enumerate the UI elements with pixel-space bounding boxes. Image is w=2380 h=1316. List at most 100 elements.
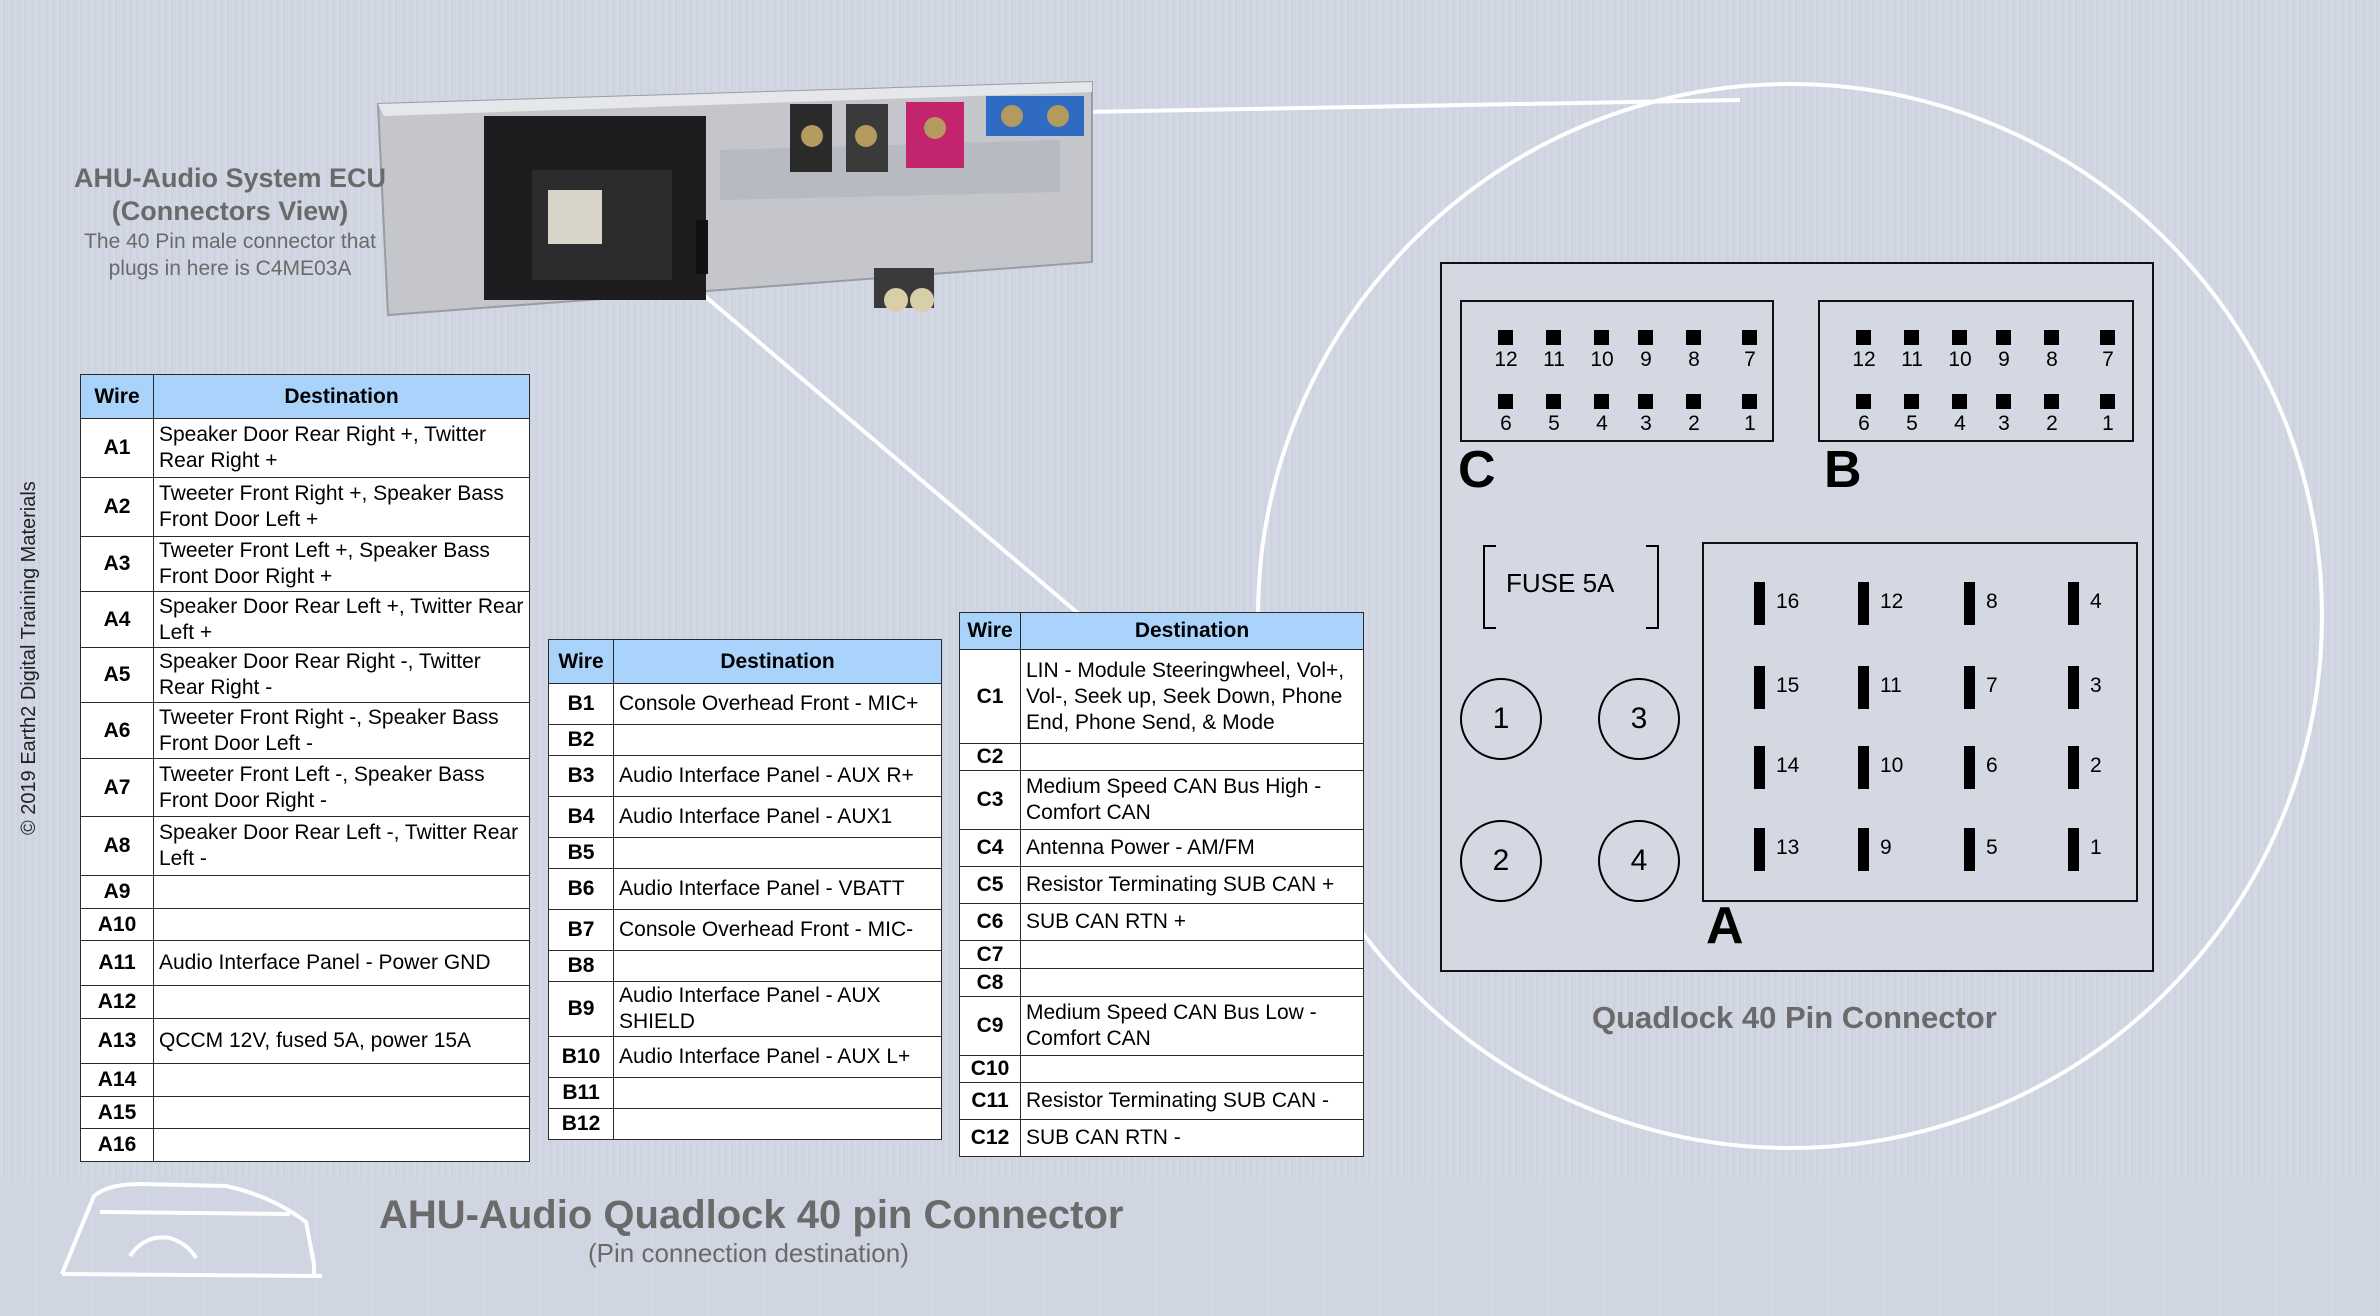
pin-number-label: 4: [2090, 590, 2102, 613]
pin-number-label: 14: [1776, 754, 1800, 777]
pin-number-label: 16: [1776, 590, 1800, 613]
footer-band: [0, 1178, 2380, 1316]
destination-cell: Medium Speed CAN Bus Low - Comfort CAN: [1020, 996, 1364, 1056]
pin-number-label: 12: [1494, 348, 1518, 371]
pin-number-label: 15: [1776, 674, 1800, 697]
destination-cell: Audio Interface Panel - AUX SHIELD: [613, 981, 942, 1037]
table-row: B2: [548, 724, 942, 756]
connector-a-letter: A: [1706, 897, 1744, 955]
table-row: A9: [80, 875, 530, 909]
wire-cell: C6: [959, 903, 1021, 941]
destination-cell: [613, 724, 942, 756]
wire-cell: A3: [80, 536, 154, 592]
connector-c-block: [1460, 300, 1774, 442]
connector-b-letter: B: [1824, 441, 1862, 499]
wire-cell: A13: [80, 1018, 154, 1064]
pin-square: [1952, 394, 1967, 409]
connector-title: Quadlock 40 Pin Connector: [1592, 1000, 1997, 1035]
pin-number-label: 10: [1590, 348, 1614, 371]
ecu-unit-image: [376, 80, 1093, 317]
pin-number-label: 6: [1500, 412, 1512, 435]
destination-header: Destination: [1020, 612, 1364, 650]
destination-cell: [153, 985, 530, 1019]
destination-cell: [153, 908, 530, 941]
pin-number-label: 11: [1543, 348, 1565, 371]
pin-number-label: 10: [1880, 754, 1904, 777]
pin-number-label: 6: [1858, 412, 1870, 435]
pin-number-label: 6: [1986, 754, 1998, 777]
table-row: B11: [548, 1077, 942, 1109]
table-row: B8: [548, 950, 942, 982]
destination-cell: Audio Interface Panel - Power GND: [153, 940, 530, 986]
table-row: B12: [548, 1108, 942, 1140]
wire-cell: C1: [959, 649, 1021, 744]
connector-a-block: [1702, 542, 2138, 902]
pin-square: [1594, 330, 1609, 345]
pin-number-label: 13: [1776, 836, 1800, 859]
table-row: A12: [80, 985, 530, 1019]
wire-cell: B1: [548, 683, 614, 725]
pin-square: [1686, 394, 1701, 409]
pin-blade: [1754, 666, 1765, 709]
pin-number-label: 9: [1880, 836, 1892, 859]
pin-square: [1686, 330, 1701, 345]
pin-square: [1996, 330, 2011, 345]
wire-cell: B9: [548, 981, 614, 1037]
destination-cell: SUB CAN RTN +: [1020, 903, 1364, 941]
destination-cell: LIN - Module Steeringwheel, Vol+, Vol-, …: [1020, 649, 1364, 744]
wire-cell: A15: [80, 1096, 154, 1129]
pin-number-label: 12: [1852, 348, 1876, 371]
destination-cell: [1020, 968, 1364, 997]
pin-blade: [1754, 582, 1765, 625]
connector-b-block: [1818, 300, 2134, 442]
pin-number-label: 5: [1906, 412, 1918, 435]
pin-square: [1546, 394, 1561, 409]
wire-cell: A10: [80, 908, 154, 941]
wire-header: Wire: [548, 639, 614, 684]
wire-cell: C10: [959, 1055, 1021, 1083]
destination-cell: [153, 875, 530, 909]
destination-cell: [1020, 940, 1364, 969]
pin-square: [2044, 330, 2059, 345]
wire-cell: A6: [80, 702, 154, 759]
pin-number-label: 5: [1548, 412, 1560, 435]
pin-blade: [1858, 746, 1869, 789]
ecu-title-line2: (Connectors View): [111, 196, 349, 226]
table-row: C10: [959, 1055, 1364, 1083]
wire-cell: B6: [548, 868, 614, 910]
table-row: A10: [80, 908, 530, 941]
table-row: A16: [80, 1128, 530, 1162]
pin-number-label: 8: [2046, 348, 2058, 371]
pin-square: [1856, 394, 1871, 409]
pin-square: [1742, 330, 1757, 345]
table-row: C2: [959, 743, 1364, 771]
wire-cell: B8: [548, 950, 614, 982]
pin-number-label: 8: [1688, 348, 1700, 371]
destination-cell: [1020, 743, 1364, 771]
destination-header: Destination: [613, 639, 942, 684]
wire-cell: A11: [80, 940, 154, 986]
wire-cell: C5: [959, 866, 1021, 904]
destination-cell: Speaker Door Rear Left +, Twitter Rear L…: [153, 591, 530, 648]
wire-cell: A1: [80, 418, 154, 478]
destination-cell: [153, 1063, 530, 1097]
pin-number-label: 12: [1880, 590, 1904, 613]
destination-cell: QCCM 12V, fused 5A, power 15A: [153, 1018, 530, 1064]
pin-blade: [2068, 828, 2079, 871]
wire-cell: B11: [548, 1077, 614, 1109]
destination-cell: Tweeter Front Left +, Speaker Bass Front…: [153, 536, 530, 592]
pin-number-label: 3: [2090, 674, 2102, 697]
pin-number-label: 2: [1688, 412, 1700, 435]
